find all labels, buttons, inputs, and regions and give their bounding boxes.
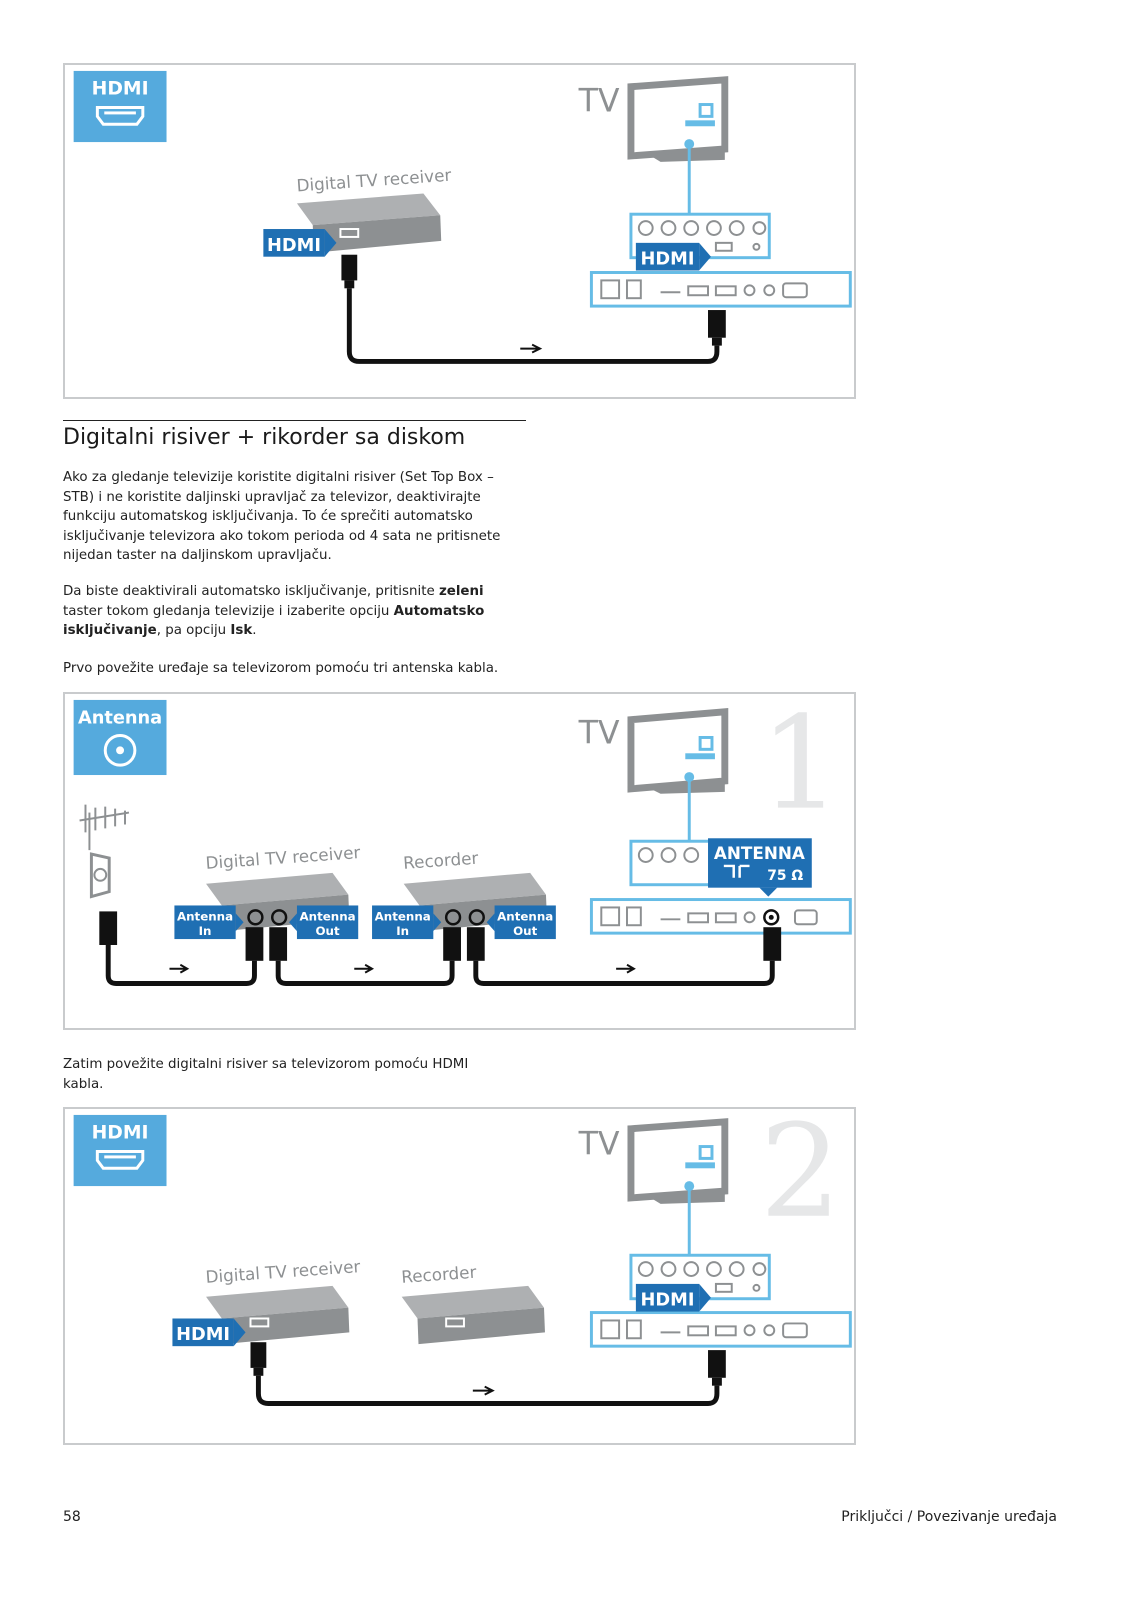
tv-label: TV [578,83,620,119]
port-out-label-2: Out [315,924,340,938]
tv-label: TV [578,1126,620,1162]
tv-icon [627,708,729,794]
paragraph-intro: Ako za gledanje televizije koristite dig… [63,470,501,563]
port-in-label-2: In [396,924,409,938]
antenna-cable-lines [105,944,775,987]
antenna-badge: Antenna [73,699,167,776]
tv-port-panel [589,212,852,308]
step-number: 2 [760,1098,842,1247]
port-out-label: Antenna [497,909,553,923]
hdmi-connector-icon [95,1150,145,1170]
recorder-label: Recorder [401,1262,478,1287]
antenna-diagram-svg: 1 Antenna TV [73,690,852,987]
key-green: zeleni [438,584,484,599]
footer-breadcrumb: Priključci / Povezivanje uređaja [841,1509,1057,1525]
tv-antenna-tag-label: ANTENNA [714,843,805,863]
receiver-hdmi-tag: HDMI [263,229,337,257]
paragraph-text: taster tokom gledanja televizije i izabe… [63,603,394,619]
tv-connection-dot [684,139,695,149]
hdmi-badge: HDMI [73,70,167,143]
section-divider [63,420,526,421]
step-number: 1 [760,690,842,839]
receiver-hdmi-diagram-svg: 2 HDMI TV [73,1098,852,1406]
recorder-ports [444,909,485,926]
receiver-label: Digital TV receiver [205,1256,361,1287]
tv-label: TV [578,715,620,751]
roof-antenna-icon [79,804,130,851]
tv-antenna-tag-impedance: 75 Ω [767,868,803,884]
receiver-antenna-out-tag: Antenna Out [289,905,359,940]
antenna-socket-icon [103,734,137,767]
port-in-label: Antenna [177,909,233,923]
antenna-connection-diagram: 1 Antenna TV [63,690,856,1030]
option-off: Isk [230,623,253,638]
tv-connection-dot [684,772,695,782]
port-out-label: Antenna [300,909,356,923]
tv-icon [627,1118,729,1204]
direction-arrows [169,963,636,974]
section-title: Digitalni risiver + rikorder sa diskom [63,425,466,450]
tv-hdmi-tag-label: HDMI [641,1290,695,1311]
tv-connection-dot [684,1181,695,1192]
recorder-label: Recorder [403,848,480,873]
tv-hdmi-tag: HDMI [635,242,711,271]
page-number: 58 [63,1509,81,1525]
receiver-label: Digital TV receiver [296,165,452,196]
tv-antenna-tag: ANTENNA 75 Ω [708,838,812,897]
wall-socket-icon [89,852,111,899]
recorder-antenna-in-tag: Antenna In [372,905,442,940]
hdmi-cable [250,1342,726,1406]
tv-port-panel [589,1253,852,1348]
receiver-hdmi-diagram: 2 HDMI TV [63,1098,856,1445]
receiver-ports [247,909,288,926]
antenna-cables [99,911,782,961]
receiver-hdmi-tag-label: HDMI [267,235,321,256]
hdmi-cable [341,254,726,364]
hdmi-badge-label: HDMI [92,79,149,100]
paragraph-text: Da biste deaktivirali automatsko isključ… [63,584,439,599]
paragraph-step2: Zatim povežite digitalni risiver sa tele… [63,1057,469,1092]
receiver-antenna-in-tag: Antenna In [174,905,244,940]
receiver-label: Digital TV receiver [205,842,361,873]
hdmi-diagram-svg: HDMI TV [73,70,852,364]
receiver-hdmi-tag-label: HDMI [176,1324,230,1345]
port-in-label: Antenna [375,909,431,923]
tv-icon [627,76,729,162]
paragraph-step1: Prvo povežite uređaje sa televizorom pom… [63,661,499,676]
hdmi-connection-diagram: HDMI TV [63,63,856,399]
paragraph-text: . [252,623,257,638]
port-in-label-2: In [199,924,212,938]
option-auto-off: Automatsko isključivanje [63,603,485,639]
receiver-box [296,193,442,253]
tv-hdmi-tag-label: HDMI [641,249,695,270]
recorder-antenna-out-tag: Antenna Out [486,905,556,940]
recorder-box [401,1285,545,1345]
receiver-box [206,1285,350,1345]
hdmi-connector-icon [95,106,145,126]
paragraph-text: , pa opciju [156,623,231,638]
antenna-badge-label: Antenna [78,708,162,729]
receiver-hdmi-tag: HDMI [172,1318,246,1347]
hdmi-badge-label: HDMI [92,1123,149,1144]
hdmi-badge: HDMI [73,1114,167,1187]
port-out-label-2: Out [513,924,538,938]
tv-hdmi-tag: HDMI [635,1283,711,1312]
paragraph-instructions: Da biste deaktivirali automatsko isključ… [63,582,525,641]
